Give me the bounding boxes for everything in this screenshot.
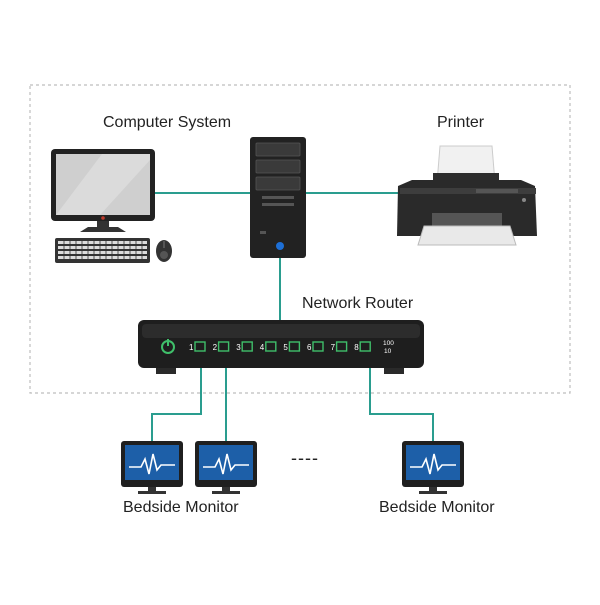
- heartbeat-monitor-icon: [402, 441, 464, 494]
- label-bedside-monitor-left: Bedside Monitor: [123, 499, 239, 516]
- cable-port1-monitor1: [151, 352, 202, 441]
- label-computer-system: Computer System: [103, 114, 232, 131]
- label-bedside-monitor-right: Bedside Monitor: [379, 499, 495, 516]
- label-printer: Printer: [437, 114, 485, 131]
- keyboard-icon: [55, 238, 150, 263]
- port-jack-5: [288, 341, 301, 352]
- port-number-8: 8: [354, 343, 359, 352]
- router-icon: 1 2 3 4 5 6 7 8 100 10: [138, 320, 424, 374]
- port-number-5: 5: [283, 343, 288, 352]
- heartbeat-monitor-icon: [195, 441, 257, 494]
- port-number-2: 2: [213, 343, 218, 352]
- port-jack-7: [335, 341, 348, 352]
- router-ports: 1 2 3 4 5 6 7 8: [189, 341, 371, 352]
- port-number-3: 3: [236, 343, 241, 352]
- port-jack-4: [265, 341, 277, 352]
- pc-tower-icon: [250, 137, 306, 258]
- port-jack-6: [312, 341, 324, 352]
- lan-boundary: [29, 84, 571, 394]
- label-network-router: Network Router: [302, 295, 414, 312]
- bedside-monitor-3: [402, 441, 464, 494]
- router-speed-top: 100: [383, 340, 394, 347]
- monitor-ellipsis: ----: [291, 448, 319, 468]
- cable-port8-monitor3: [369, 352, 434, 441]
- heartbeat-monitor-icon: [121, 441, 183, 494]
- router-speed-bottom: 10: [384, 348, 392, 355]
- port-jack-2: [217, 341, 230, 352]
- port-number-7: 7: [331, 343, 336, 352]
- port-jack-1: [194, 341, 206, 352]
- port-jack-3: [241, 341, 253, 352]
- port-jack-8: [359, 341, 371, 352]
- port-number-6: 6: [307, 343, 312, 352]
- mouse-icon: [156, 240, 172, 262]
- bedside-monitor-1: [121, 441, 183, 494]
- port-number-1: 1: [189, 343, 194, 352]
- printer-icon: [397, 145, 537, 246]
- bedside-monitor-2: [195, 441, 257, 494]
- port-number-4: 4: [260, 343, 265, 352]
- desktop-monitor-icon: [51, 149, 155, 232]
